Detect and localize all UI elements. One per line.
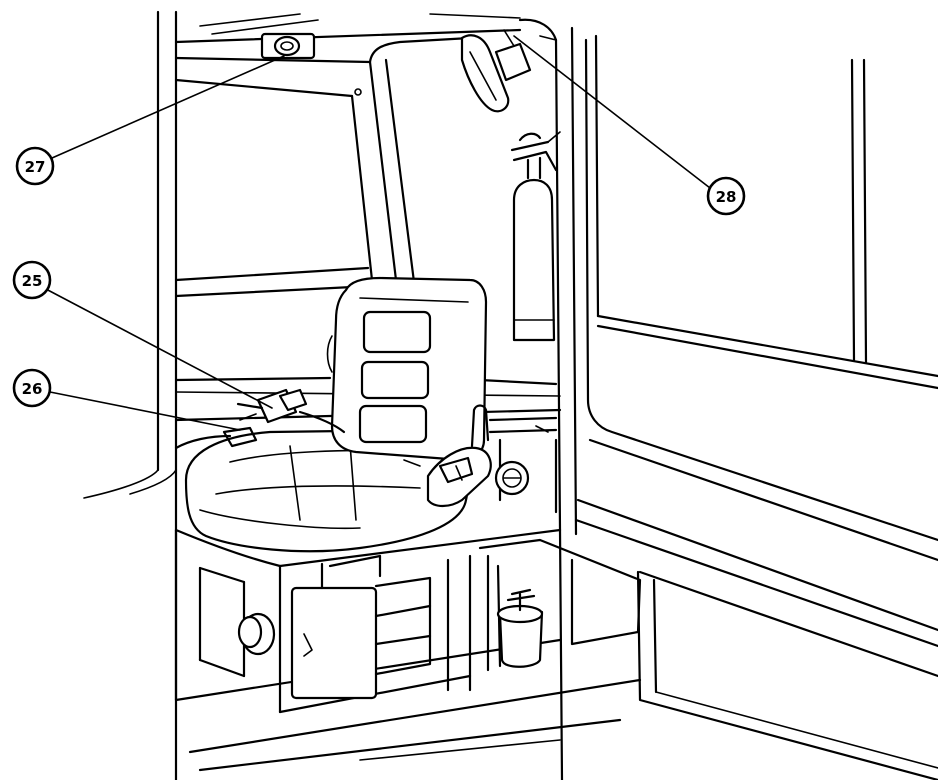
left-cab-frame bbox=[83, 10, 178, 780]
callout-27: 27 bbox=[15, 146, 55, 186]
fire-extinguisher bbox=[510, 131, 561, 342]
rear-view-mirror bbox=[460, 29, 532, 113]
callout-label-28: 28 bbox=[716, 188, 737, 206]
storage-cup bbox=[478, 538, 642, 672]
right-door bbox=[574, 34, 938, 780]
dome-light bbox=[260, 32, 316, 60]
callout-28: 28 bbox=[706, 176, 746, 216]
leader-line-27 bbox=[51, 55, 285, 159]
armrest bbox=[426, 404, 492, 508]
seat-cushion bbox=[184, 428, 475, 553]
seat-control-dial bbox=[494, 460, 530, 496]
leader-line-28 bbox=[513, 35, 711, 189]
adjustment-knob bbox=[237, 612, 276, 656]
leader-lines bbox=[43, 35, 711, 431]
leader-line-25 bbox=[43, 287, 273, 409]
right-door-pillar bbox=[539, 26, 578, 780]
callout-26: 26 bbox=[12, 368, 52, 408]
callout-25: 25 bbox=[12, 260, 52, 300]
rear-pillar bbox=[350, 36, 472, 284]
seat-belt bbox=[222, 388, 421, 467]
roof-frame bbox=[174, 13, 558, 98]
callout-label-26: 26 bbox=[22, 380, 43, 398]
callout-label-25: 25 bbox=[22, 272, 43, 290]
seat-back bbox=[326, 276, 488, 462]
leader-line-26 bbox=[49, 391, 241, 431]
callout-label-27: 27 bbox=[25, 158, 46, 176]
